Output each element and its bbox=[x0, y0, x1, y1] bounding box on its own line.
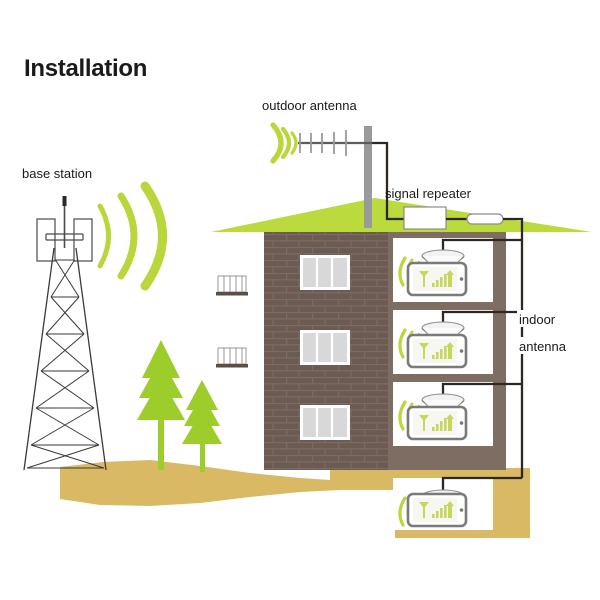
cable-antenna-to-repeater bbox=[372, 141, 404, 221]
indoor-antenna-label-line1: indoor bbox=[519, 312, 556, 327]
balcony-upper bbox=[216, 275, 248, 296]
outdoor-antenna bbox=[270, 122, 372, 228]
indoor-antenna-label-line2: antenna bbox=[519, 339, 567, 354]
phone-signal-icon-3 bbox=[419, 270, 454, 287]
outdoor-antenna-signal-waves bbox=[270, 122, 298, 164]
outdoor-antenna-label: outdoor antenna bbox=[262, 98, 357, 113]
window-bottom bbox=[300, 405, 350, 440]
base-station-label: base station bbox=[22, 166, 92, 181]
facade-left-strip bbox=[246, 232, 264, 470]
window-middle bbox=[300, 330, 350, 365]
yagi-elements bbox=[299, 130, 347, 156]
phone-floor-2 bbox=[406, 333, 468, 369]
page-title: Installation bbox=[24, 55, 147, 82]
riser-cable bbox=[441, 232, 524, 492]
base-station-signal-waves bbox=[97, 181, 167, 291]
inline-splitter bbox=[466, 213, 504, 225]
facade-windows bbox=[300, 255, 350, 440]
antenna-mast bbox=[364, 126, 372, 228]
phone-signal-icon-1 bbox=[419, 414, 454, 431]
tree-small bbox=[182, 380, 222, 472]
signal-repeater-box bbox=[403, 206, 447, 230]
base-station-tower bbox=[23, 196, 107, 471]
phone-signal-icon-basement bbox=[419, 501, 454, 518]
phone-signal-icon-2 bbox=[419, 342, 454, 359]
indoor-antenna-callout: indoor antenna bbox=[517, 310, 585, 354]
phone-basement bbox=[406, 492, 468, 528]
phone-floor-3 bbox=[406, 261, 468, 297]
signal-repeater-label: signal repeater bbox=[385, 186, 472, 201]
balcony-lower bbox=[216, 347, 248, 368]
tree-large bbox=[137, 340, 185, 470]
cable-splitter-to-wall bbox=[503, 217, 524, 232]
phone-floor-1 bbox=[406, 405, 468, 441]
window-top bbox=[300, 255, 350, 290]
